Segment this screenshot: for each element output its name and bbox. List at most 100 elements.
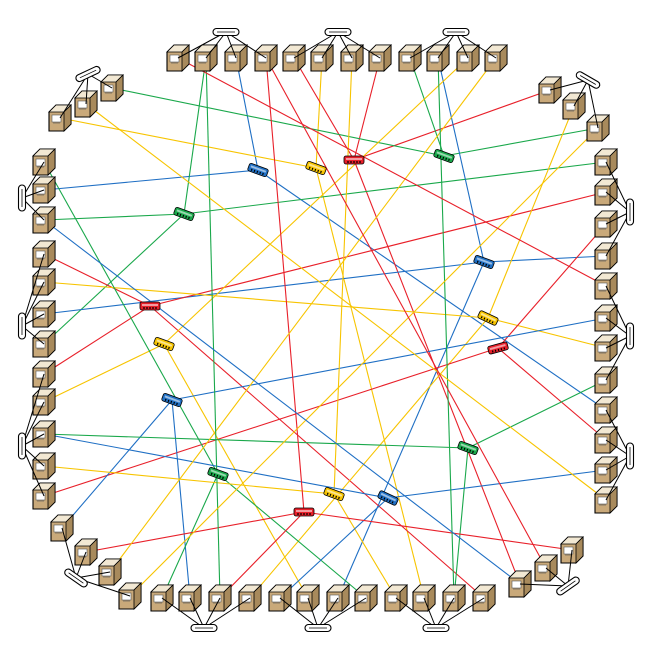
router-port <box>380 496 383 499</box>
router-port <box>391 501 394 504</box>
sw-right-2[interactable] <box>625 322 635 350</box>
cube-side <box>549 554 558 582</box>
switch-uplink <box>279 597 319 629</box>
sw-left-1[interactable] <box>17 184 27 212</box>
sw-left-3[interactable] <box>17 432 27 460</box>
cube-side <box>47 420 56 448</box>
router-red-3[interactable] <box>487 341 509 355</box>
server-cube-icon[interactable] <box>282 44 306 72</box>
sw-corner-bl[interactable] <box>63 568 88 589</box>
router-yellow-3[interactable] <box>153 336 175 352</box>
cube-side <box>575 536 584 564</box>
server-cube-icon[interactable] <box>150 584 174 612</box>
router-blue-3[interactable] <box>161 392 183 408</box>
sw-corner-br[interactable] <box>555 576 580 597</box>
sw-left-2[interactable] <box>17 312 27 340</box>
server-cube-icon[interactable] <box>224 44 248 72</box>
link-red <box>43 305 151 375</box>
server-cube-icon[interactable] <box>594 366 618 394</box>
switch-layer <box>17 27 635 633</box>
router-highlight <box>480 312 497 322</box>
server-cube-icon[interactable] <box>594 148 618 176</box>
router-yellow-2[interactable] <box>477 310 499 326</box>
trunk-yellow <box>85 103 607 501</box>
server-cube-icon[interactable] <box>484 44 508 72</box>
cube-side <box>609 178 618 206</box>
link-yellow <box>163 57 469 345</box>
router-port <box>347 161 349 163</box>
router-highlight <box>346 158 362 160</box>
router-green-4[interactable] <box>207 466 229 482</box>
screen-icon <box>597 314 608 323</box>
router-green-3[interactable] <box>457 440 479 456</box>
router-green-1[interactable] <box>433 148 455 164</box>
router-port <box>338 496 340 500</box>
router-port <box>165 345 168 349</box>
server-cube-icon[interactable] <box>594 456 618 484</box>
link-blue <box>61 399 173 529</box>
router-red-1[interactable] <box>343 155 365 165</box>
sw-right-3[interactable] <box>625 442 635 470</box>
cube-side <box>47 206 56 234</box>
router-blue-4[interactable] <box>377 490 399 506</box>
sw-bot-2[interactable] <box>304 623 332 633</box>
server-cube-icon[interactable] <box>594 272 618 300</box>
screen-icon <box>329 594 340 603</box>
cube-side <box>283 584 292 612</box>
sw-right-1[interactable] <box>625 198 635 226</box>
cube-side <box>47 240 56 268</box>
sw-bot-1[interactable] <box>190 623 218 633</box>
router-blue-1[interactable] <box>247 162 269 178</box>
trunk-yellow <box>129 127 599 597</box>
router-port <box>359 161 361 163</box>
router-port <box>463 447 466 450</box>
switch-uplink <box>203 597 251 629</box>
screen-icon <box>487 54 498 63</box>
router-yellow-1[interactable] <box>305 160 327 176</box>
server-cube-icon[interactable] <box>166 44 190 72</box>
server-cube-icon[interactable] <box>32 268 56 296</box>
screen-icon <box>597 158 608 167</box>
screen-icon <box>563 546 574 555</box>
router-port <box>335 495 338 499</box>
server-cube-icon[interactable] <box>534 554 558 582</box>
switch-uplink <box>75 551 87 579</box>
router-port <box>466 448 469 452</box>
router-red-2[interactable] <box>139 301 161 311</box>
server-cube-icon[interactable] <box>442 584 466 612</box>
sw-corner-tr[interactable] <box>575 70 601 89</box>
server-cube-icon[interactable] <box>32 176 56 204</box>
server-cube-icon[interactable] <box>472 584 496 612</box>
link-yellow <box>333 493 397 599</box>
router-port <box>329 493 332 496</box>
sw-top-2[interactable] <box>324 27 352 37</box>
router-green-2[interactable] <box>173 206 195 222</box>
link-blue <box>483 255 607 263</box>
cube-side <box>133 582 142 610</box>
trunk-layer <box>43 57 607 599</box>
router-blue-2[interactable] <box>473 254 495 270</box>
sw-bot-3[interactable] <box>422 623 450 633</box>
screen-icon <box>445 594 456 603</box>
router-yellow-4[interactable] <box>323 486 345 502</box>
screen-icon <box>153 594 164 603</box>
screen-icon <box>257 54 268 63</box>
switch-uplink <box>21 373 45 447</box>
screen-icon <box>589 124 600 133</box>
sw-top-3[interactable] <box>442 27 470 37</box>
server-cube-icon[interactable] <box>296 584 320 612</box>
cube-side <box>89 538 98 566</box>
router-port <box>320 170 322 174</box>
screen-icon <box>35 186 46 195</box>
sw-top-1[interactable] <box>212 27 240 37</box>
router-port <box>170 400 173 404</box>
sw-corner-tl[interactable] <box>75 65 102 83</box>
screen-icon <box>387 594 398 603</box>
link-green <box>183 57 207 215</box>
link-yellow <box>487 105 575 319</box>
server-cube-icon[interactable] <box>178 584 202 612</box>
cube-side <box>47 268 56 296</box>
router-port <box>469 449 472 453</box>
router-port <box>179 213 182 216</box>
router-red-4[interactable] <box>293 507 315 517</box>
